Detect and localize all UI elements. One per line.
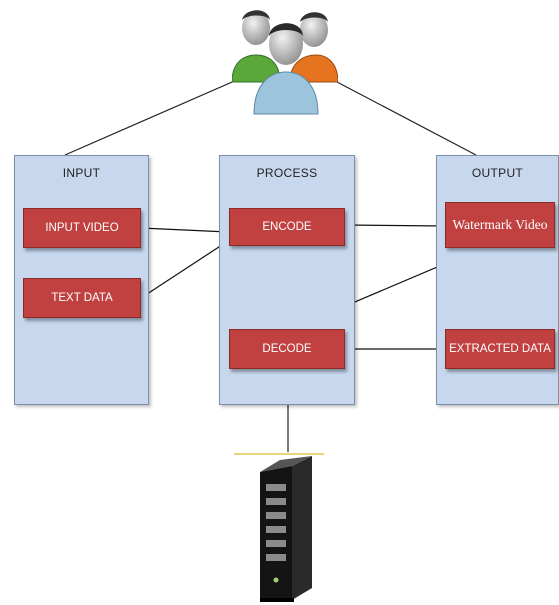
input-video-node: INPUT VIDEO: [23, 208, 141, 248]
users-group-icon: [232, 10, 338, 115]
server-icon: [234, 453, 324, 602]
output-panel-title: OUTPUT: [471, 166, 524, 180]
encode-to-watermark-arrow: [344, 221, 445, 230]
decode-node: DECODE: [229, 329, 345, 369]
users-to-output-line: [317, 71, 477, 156]
watermark-video-node: Watermark Video: [445, 202, 555, 248]
encode-node: ENCODE: [229, 208, 345, 246]
text-data-to-encode-arrow: [140, 240, 229, 299]
input-panel-title: INPUT: [62, 166, 101, 180]
extracted-data-node: EXTRACTED DATA: [445, 329, 555, 369]
text-data-node: TEXT DATA: [23, 278, 141, 318]
users-to-input-line: [64, 71, 256, 156]
input-video-to-encode-arrow: [140, 227, 229, 236]
process-panel-title: PROCESS: [256, 166, 318, 180]
